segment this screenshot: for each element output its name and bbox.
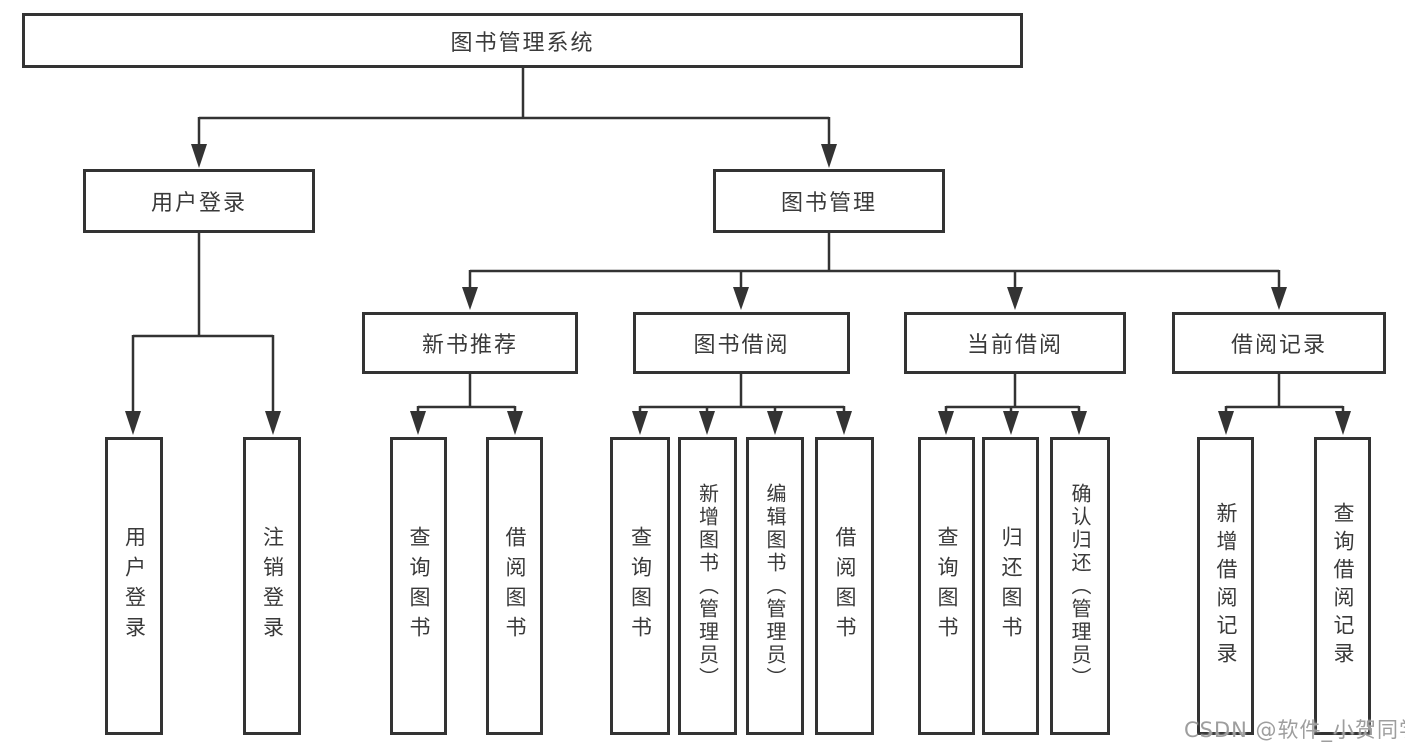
- leaf-label: 借阅图书: [833, 526, 857, 646]
- node-library-management-system: 图书管理系统: [22, 13, 1023, 68]
- node-current-borrowing: 当前借阅: [904, 312, 1126, 374]
- node-label: 借阅记录: [1230, 333, 1327, 358]
- arrow-down-icon: [1218, 411, 1234, 435]
- leaf-label: 编辑图书（管理员）: [763, 482, 787, 690]
- arrow-down-icon: [733, 287, 749, 310]
- arrow-down-icon: [632, 411, 648, 435]
- node-book-borrowing: 图书借阅: [633, 312, 850, 374]
- csdn-watermark: CSDN @软件_小贺同学: [1184, 718, 1405, 742]
- leaf-label: 归还图书: [999, 526, 1023, 646]
- arrow-down-icon: [125, 411, 141, 435]
- arrow-down-icon: [1007, 287, 1023, 310]
- leaf-label: 查询图书: [935, 526, 959, 646]
- node-label: 当前借阅: [966, 333, 1063, 358]
- leaf-label: 新增图书（管理员）: [695, 482, 720, 690]
- leaf-logout: 注销登录: [243, 437, 301, 735]
- leaf-borrow-books-newbook: 借阅图书: [486, 437, 543, 735]
- arrow-down-icon: [191, 144, 207, 168]
- node-label: 新书推荐: [421, 333, 518, 358]
- node-label: 图书管理: [780, 191, 877, 216]
- arrow-down-icon: [699, 411, 715, 435]
- leaf-query-books-newbook: 查询图书: [390, 437, 447, 735]
- node-borrow-records: 借阅记录: [1172, 312, 1386, 374]
- leaf-add-book-admin: 新增图书（管理员）: [678, 437, 737, 735]
- leaf-add-borrow-record: 新增借阅记录: [1197, 437, 1254, 735]
- arrow-down-icon: [410, 411, 426, 435]
- leaf-label: 查询图书: [628, 526, 653, 646]
- leaf-label: 查询借阅记录: [1331, 502, 1355, 670]
- arrow-down-icon: [938, 411, 954, 435]
- leaf-query-books-current: 查询图书: [918, 437, 975, 735]
- arrow-down-icon: [462, 287, 478, 310]
- node-label: 图书管理系统: [450, 30, 595, 56]
- leaf-label: 借阅图书: [503, 526, 527, 646]
- arrow-down-icon: [821, 144, 837, 168]
- leaf-label: 新增借阅记录: [1214, 502, 1238, 670]
- leaf-query-books-borrow: 查询图书: [610, 437, 670, 735]
- node-label: 用户登录: [150, 191, 247, 216]
- arrow-down-icon: [836, 411, 852, 435]
- node-label: 图书借阅: [693, 333, 790, 358]
- arrow-down-icon: [767, 411, 783, 435]
- node-user-login: 用户登录: [83, 169, 315, 233]
- leaf-query-borrow-record: 查询借阅记录: [1314, 437, 1371, 735]
- leaf-label: 用户登录: [122, 526, 147, 646]
- leaf-borrow-books-borrow: 借阅图书: [815, 437, 874, 735]
- leaf-edit-book-admin: 编辑图书（管理员）: [746, 437, 804, 735]
- arrow-down-icon: [507, 411, 523, 435]
- leaf-user-login: 用户登录: [105, 437, 163, 735]
- node-new-book-recommend: 新书推荐: [362, 312, 578, 374]
- node-book-management: 图书管理: [713, 169, 945, 233]
- arrow-down-icon: [1271, 287, 1287, 310]
- leaf-label: 查询图书: [407, 526, 431, 646]
- leaf-confirm-return-admin: 确认归还（管理员）: [1050, 437, 1110, 735]
- arrow-down-icon: [1071, 411, 1087, 435]
- leaf-return-book: 归还图书: [982, 437, 1039, 735]
- leaf-label: 注销登录: [260, 526, 285, 646]
- arrow-down-icon: [1003, 411, 1019, 435]
- leaf-label: 确认归还（管理员）: [1068, 482, 1092, 690]
- arrow-down-icon: [1335, 411, 1351, 435]
- arrow-down-icon: [265, 411, 281, 435]
